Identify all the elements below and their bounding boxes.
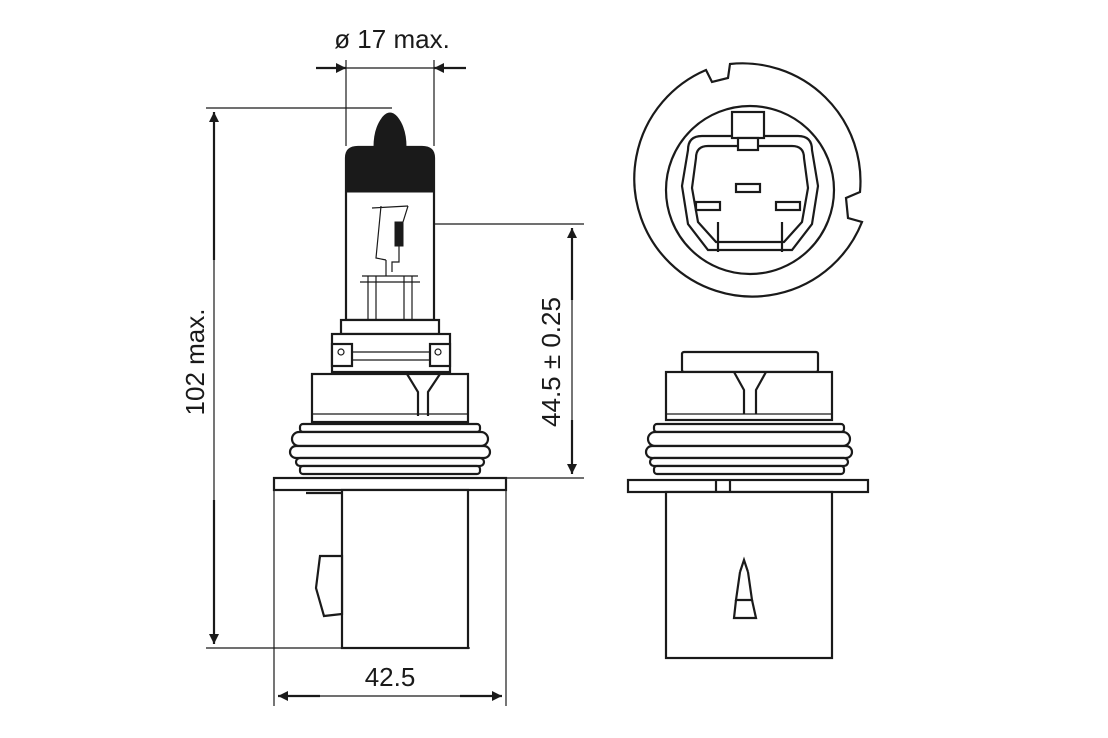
outer-flange (633, 62, 864, 298)
dimension-light-center: 44.5 ± 0.25 (434, 223, 584, 479)
rotated-side-view (626, 350, 870, 660)
dimension-length: 102 max. (180, 107, 470, 649)
filament-assembly (360, 205, 420, 320)
base-width-label: 42.5 (365, 662, 416, 692)
black-cap (345, 112, 435, 193)
diameter-label: ø 17 max. (334, 24, 450, 54)
top-view-socket (633, 62, 864, 298)
length-label: 102 max. (180, 309, 210, 416)
light-center-label: 44.5 ± 0.25 (536, 297, 566, 427)
dimension-diameter: ø 17 max. (316, 24, 466, 146)
dimension-base-width: 42.5 (273, 490, 507, 706)
side-view-bulb (272, 112, 508, 650)
